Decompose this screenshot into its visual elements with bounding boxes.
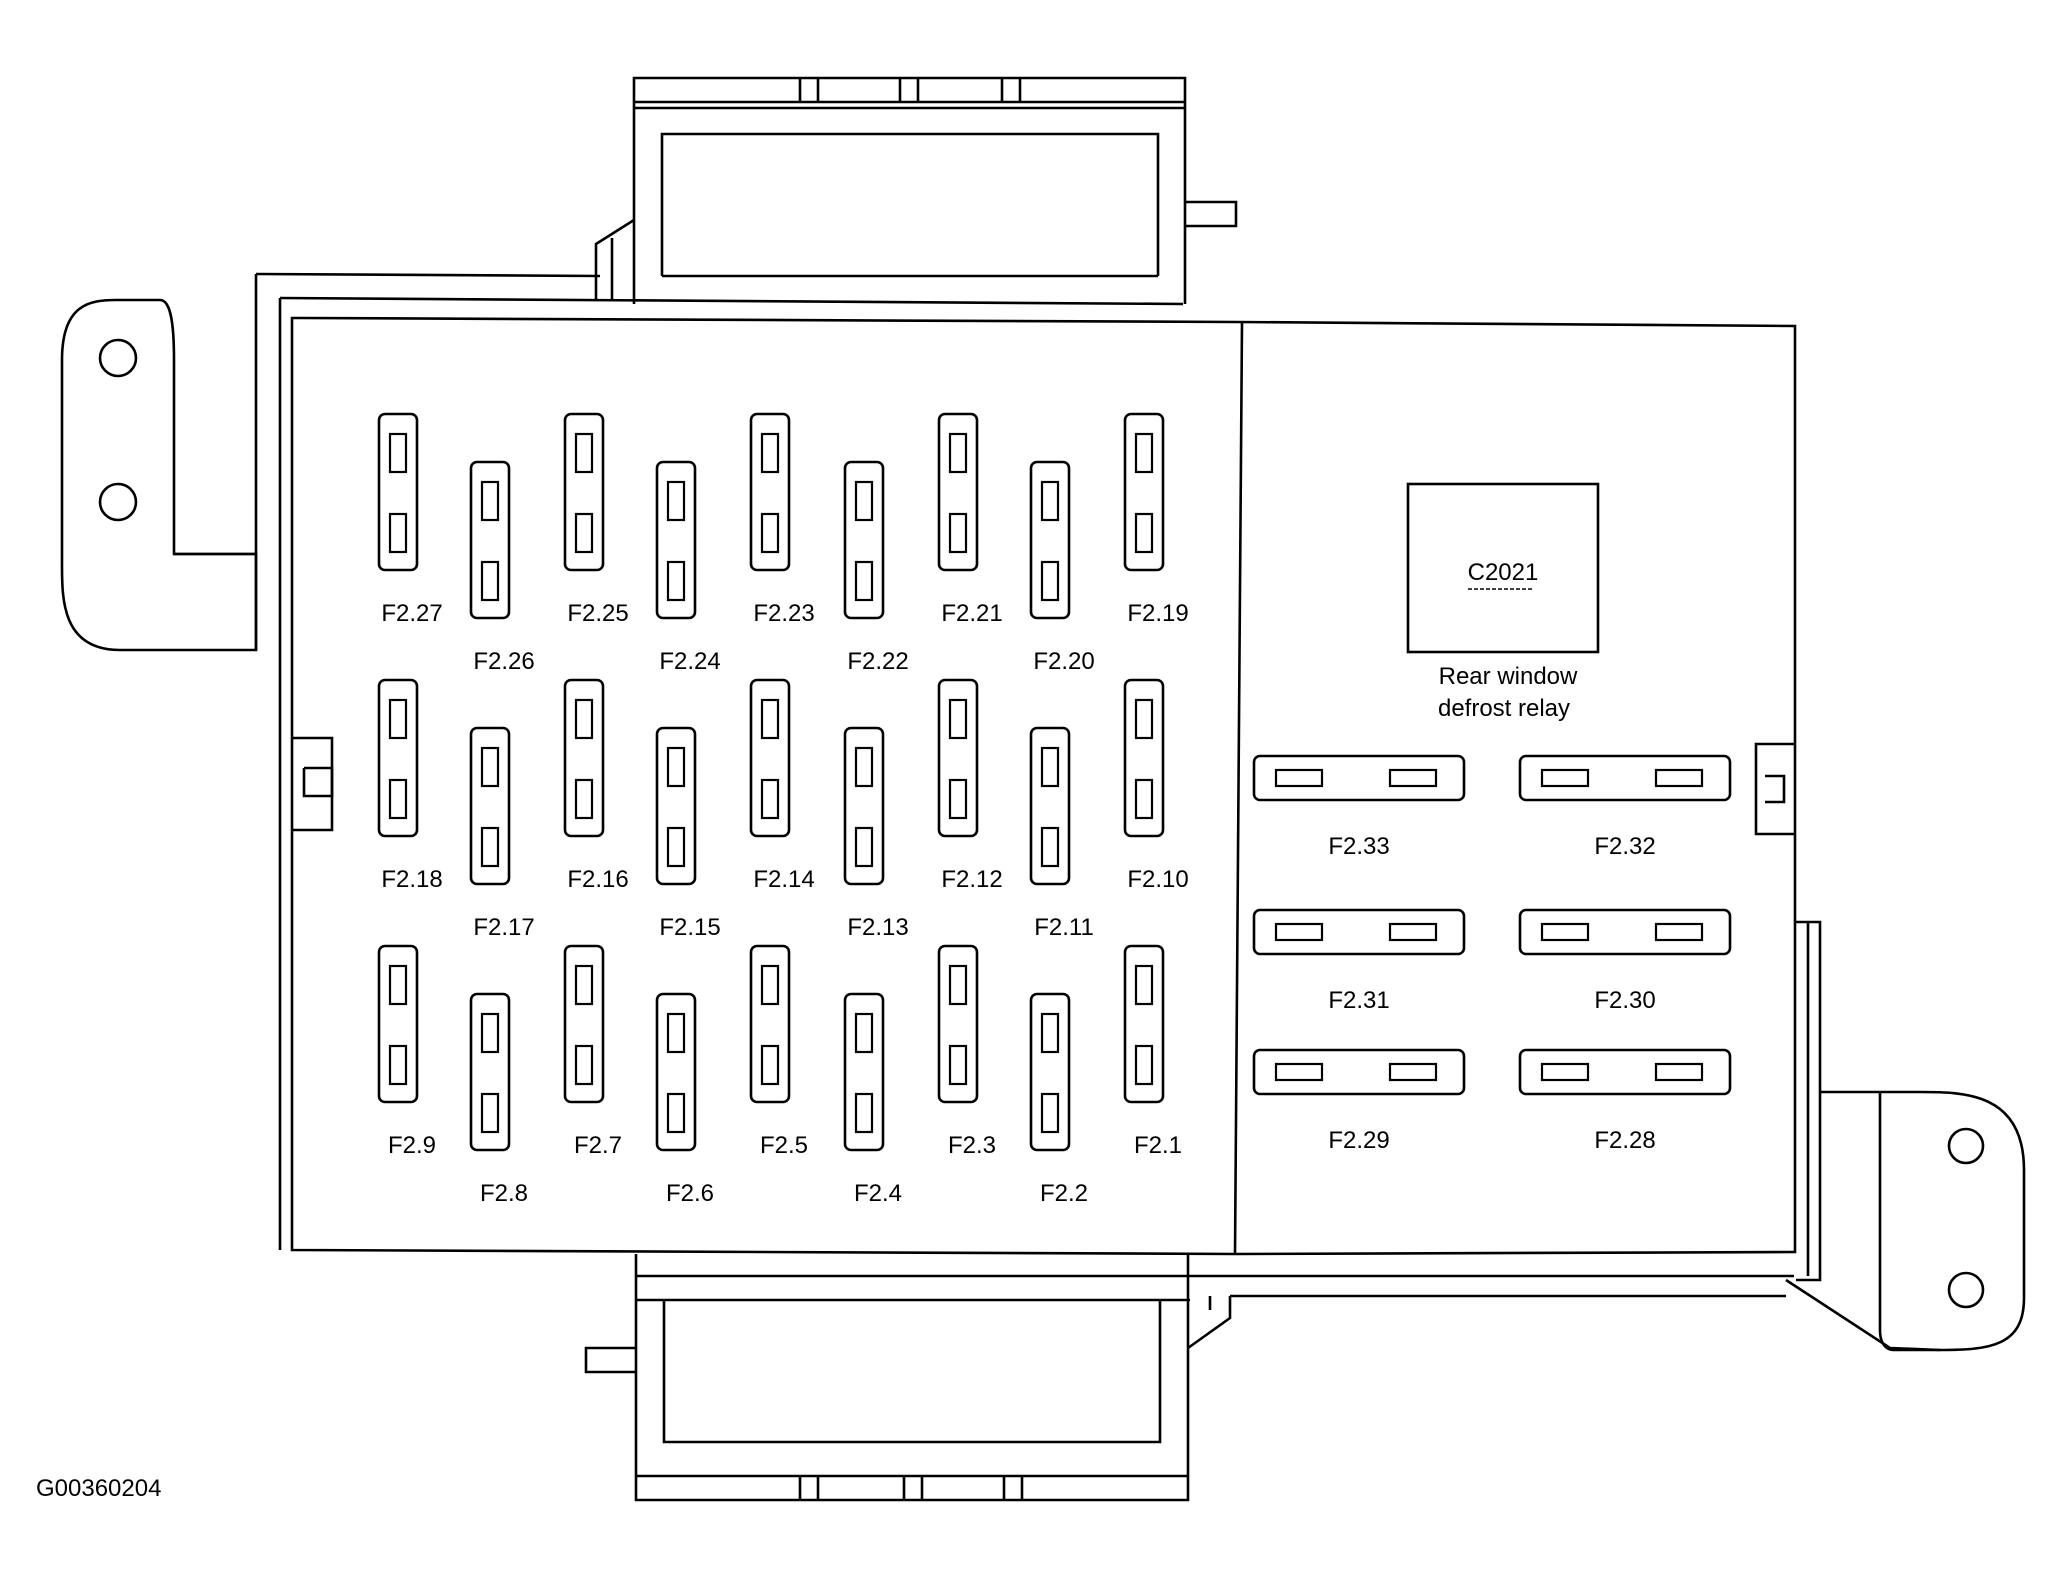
- fuse-slot: F2.32: [1518, 754, 1732, 860]
- fuse-label: F2.27: [381, 600, 442, 627]
- fuse-slot: F2.21: [937, 412, 1003, 627]
- fuse-slot: F2.9: [377, 944, 436, 1159]
- fuse-slot: F2.11: [1029, 726, 1094, 941]
- fuse-slot: F2.12: [937, 678, 1003, 893]
- fuse-label: F2.29: [1328, 1127, 1389, 1154]
- housing-outline: [60, 76, 2026, 1502]
- fuse-slot: F2.8: [469, 992, 528, 1207]
- relay-connector-label: C2021: [1468, 559, 1539, 586]
- fuse-slot: F2.28: [1518, 1048, 1732, 1154]
- fuse-slot: F2.14: [749, 678, 815, 893]
- fuse-label: F2.3: [948, 1132, 996, 1159]
- fuse-label: F2.31: [1328, 987, 1389, 1014]
- fuse-slot: F2.23: [749, 412, 815, 627]
- fuse-label: F2.5: [760, 1132, 808, 1159]
- fuse-slot: F2.1: [1123, 944, 1182, 1159]
- fuse-label: F2.19: [1127, 600, 1188, 627]
- fuse-slot: F2.24: [655, 460, 721, 675]
- fuse-slot: F2.18: [377, 678, 443, 893]
- fuse-slot: F2.25: [563, 412, 629, 627]
- fuse-label: F2.18: [381, 866, 442, 893]
- fuse-slot: F2.20: [1029, 460, 1095, 675]
- fuse-slot: F2.13: [843, 726, 909, 941]
- fuse-label: F2.14: [753, 866, 814, 893]
- fuse-label: F2.7: [574, 1132, 622, 1159]
- fuse-label: F2.33: [1328, 833, 1389, 860]
- fuse-label: F2.30: [1594, 987, 1655, 1014]
- fuse-label: F2.15: [659, 914, 720, 941]
- fuse-label: F2.24: [659, 648, 720, 675]
- fuse-slot: F2.3: [937, 944, 996, 1159]
- fuse-slot: F2.33: [1252, 754, 1466, 860]
- fuse-label: F2.8: [480, 1180, 528, 1207]
- fuse-slot: F2.5: [749, 944, 808, 1159]
- fuse-label: F2.4: [854, 1180, 902, 1207]
- fuse-label: F2.6: [666, 1180, 714, 1207]
- fuse-slot: F2.6: [655, 992, 714, 1207]
- fuse-label: F2.13: [847, 914, 908, 941]
- fuse-label: F2.23: [753, 600, 814, 627]
- relay-name-line2: defrost relay: [1438, 695, 1570, 722]
- fuse-slot: F2.7: [563, 944, 622, 1159]
- fuse-label: F2.9: [388, 1132, 436, 1159]
- figure-code: G00360204: [36, 1475, 161, 1502]
- fuse-label: F2.22: [847, 648, 908, 675]
- fuse-slot: F2.19: [1123, 412, 1189, 627]
- fuse-slot: F2.30: [1518, 908, 1732, 1014]
- fuse-slot: F2.31: [1252, 908, 1466, 1014]
- fuse-slot: F2.16: [563, 678, 629, 893]
- fuse-label: F2.2: [1040, 1180, 1088, 1207]
- fuse-slot: F2.4: [843, 992, 902, 1207]
- fuse-slot: F2.29: [1252, 1048, 1466, 1154]
- fuse-label: F2.10: [1127, 866, 1188, 893]
- fuse-label: F2.21: [941, 600, 1002, 627]
- fuse-label: F2.26: [473, 648, 534, 675]
- fuse-label: F2.17: [473, 914, 534, 941]
- fuse-label: F2.20: [1033, 648, 1094, 675]
- fuse-slot: F2.17: [469, 726, 535, 941]
- fuse-slot: F2.22: [843, 460, 909, 675]
- fuse-label: F2.16: [567, 866, 628, 893]
- fuse-slot: F2.27: [377, 412, 443, 627]
- fuse-slot: F2.2: [1029, 992, 1088, 1207]
- fuse-label: F2.11: [1034, 914, 1094, 941]
- fuse-label: F2.1: [1134, 1132, 1182, 1159]
- fuse-label: F2.12: [941, 866, 1002, 893]
- relay-name-line1: Rear window: [1439, 663, 1578, 690]
- fuse-label: F2.32: [1594, 833, 1655, 860]
- fuse-slot: F2.26: [469, 460, 535, 675]
- fuse-label: F2.28: [1594, 1127, 1655, 1154]
- fuse-label: F2.25: [567, 600, 628, 627]
- fuse-slot: F2.10: [1123, 678, 1189, 893]
- rear-window-defrost-relay: C2021 Rear window defrost relay: [1406, 482, 1600, 722]
- fuse-slot: F2.15: [655, 726, 721, 941]
